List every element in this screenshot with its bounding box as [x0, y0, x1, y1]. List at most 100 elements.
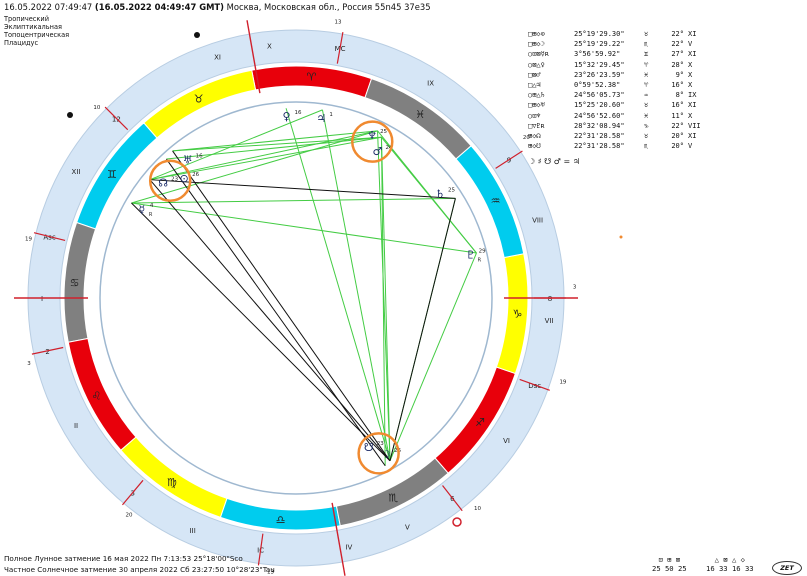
planet-degree: 23: [377, 441, 384, 447]
modality-icons: △ ⊠ △ ◇: [714, 555, 745, 564]
aspect-line-tense: [149, 179, 391, 462]
planet-table-row: □⊞◇⊙25°19'29.30"♉22°XI: [528, 29, 701, 39]
planet-degree: 23: [171, 177, 178, 183]
planet-table-lon: 0°59'52.38": [574, 81, 621, 90]
aspect-line-harmonious: [166, 136, 382, 160]
planet-degree: 1: [329, 112, 333, 118]
planet-degree: 4: [150, 203, 154, 209]
house-cusp-line: [519, 378, 550, 391]
zodiac-sign-glyph: ♌: [92, 389, 102, 402]
planet-glyph[interactable]: ☿: [138, 203, 145, 216]
eclipse-highlight-circle: [351, 120, 394, 163]
planet-degree: 26: [192, 172, 199, 178]
aspect-summary: ☽ ♯ ☋ ♂ = ♃: [528, 157, 580, 166]
house-label: VII: [545, 317, 554, 325]
planet-table-deg: 22°: [671, 121, 684, 130]
house-label: VI: [503, 437, 510, 445]
planet-table-house: IX: [688, 91, 697, 100]
aspect-line-harmonious: [285, 108, 391, 461]
house-band-inner-edge: [59, 61, 533, 535]
house-label: Asc: [43, 234, 55, 242]
retrograde-marker: R: [149, 212, 153, 218]
house-cusp-degree: 19: [559, 380, 566, 386]
planet-table-house: V: [688, 142, 693, 151]
planet-glyph[interactable]: ♇: [466, 248, 476, 261]
house-label: V: [405, 523, 410, 531]
planet-table-marks: □⊞◇☽: [528, 40, 545, 49]
house-cusp-degree: 20: [125, 512, 132, 518]
planet-table-house: XI: [688, 132, 697, 141]
aspect-line-harmonious: [131, 197, 456, 204]
lunar-eclipse-info: Полное Лунное затмение 16 мая 2022 Пн 7:…: [4, 554, 243, 563]
aspect-line-tense: [149, 179, 456, 199]
house-label: XI: [214, 53, 221, 61]
house-cusp-degree: 13: [335, 20, 342, 26]
house-label: XII: [72, 168, 81, 176]
aspect-line-harmonious: [377, 130, 391, 461]
planet-table-row: ○⊡♆24°56'52.60"♓11°X: [528, 111, 701, 121]
zodiac-sign-glyph: ♍: [167, 476, 177, 489]
aspect-line-harmonious: [131, 202, 477, 254]
planet-table-marks: □△♃: [528, 81, 541, 90]
planet-glyph[interactable]: ♂: [373, 145, 383, 158]
planet-table-row: ○⊠△♀15°32'29.45"♈28°X: [528, 60, 701, 70]
planet-glyph[interactable]: ♄: [435, 187, 445, 200]
header-gmt: (16.05.2022 04:49:47 GMT): [94, 2, 224, 12]
planet-table-row: ⊞◇☋22°31'28.58"♏20°V: [528, 141, 701, 151]
zodiac-sign-glyph: ♏: [388, 492, 398, 505]
zodiac-sign-glyph: ♒: [491, 195, 501, 208]
planet-glyph[interactable]: ⊙: [180, 172, 189, 185]
eclipse-highlight-circle: [148, 159, 192, 202]
header-date: 16.05.2022: [4, 2, 52, 12]
house-cusp-line: [336, 31, 344, 64]
element-counts: ⊡ ⊞ ⊠ 25 50 25: [652, 555, 687, 573]
planet-table-deg: 8°: [675, 91, 684, 100]
house-label: 3: [130, 490, 134, 498]
house-cusp-degree: 3: [27, 361, 31, 367]
planet-glyph[interactable]: ♆: [367, 129, 377, 142]
retrograde-marker: R: [478, 257, 482, 263]
house-label: Dsc: [528, 382, 541, 390]
house-cusp-degree: 10: [474, 506, 481, 512]
house-cusp-degree: 20: [523, 135, 530, 141]
zodiac-sign-glyph: ♎: [276, 513, 286, 526]
house-label: IV: [345, 543, 352, 551]
axis-line: [246, 20, 261, 94]
planet-glyph[interactable]: ☽: [381, 448, 391, 461]
planet-table-sign: ♉: [644, 30, 649, 38]
coordinate-type: Эклиптикальная: [4, 23, 62, 31]
planet-table-sign: ♏: [644, 142, 649, 151]
planet-glyph[interactable]: ♅: [183, 153, 193, 166]
aspect-line-tense: [172, 150, 391, 462]
planet-table-marks: □⊞◇⊙: [528, 30, 545, 38]
planet-table-marks: □▽♇ʀ: [528, 121, 545, 130]
planet-glyph[interactable]: ♀: [282, 110, 290, 123]
aspect-line-tense: [131, 202, 391, 462]
house-system: Плацидус: [4, 39, 39, 47]
planet-table-house: X: [688, 70, 693, 79]
solar-eclipse-info: Частное Солнечное затмение 30 апреля 202…: [4, 565, 275, 574]
zodiac-sign-glyph: ♈: [307, 71, 317, 84]
planet-glyph[interactable]: ♃: [316, 112, 326, 125]
planet-table-marks: ⊞◇☋: [528, 142, 541, 151]
planet-glyph[interactable]: ☋: [364, 441, 374, 454]
house-cusp-line: [33, 232, 66, 242]
house-cusp-line: [495, 150, 523, 169]
house-cusp-degree: 13: [267, 569, 274, 575]
planet-table-sign: ♓: [644, 111, 649, 120]
house-cusp-line: [31, 346, 64, 355]
planet-table-lon: 24°56'05.73": [574, 91, 625, 100]
house-label: 12: [112, 115, 121, 123]
planet-table-marks: ○⊞△♄: [528, 91, 545, 100]
modality-values: 16 33 16 33: [706, 564, 754, 573]
planet-table-sign: ♉: [644, 132, 649, 141]
planet-table-deg: 9°: [675, 70, 684, 79]
house-cusp-line: [442, 485, 463, 512]
planet-table-row: □⊞◇♅15°25'20.60"♉16°XI: [528, 100, 701, 110]
planet-glyph[interactable]: ☊: [158, 177, 168, 190]
planet-table-sign: ♑: [644, 121, 649, 130]
zodiac-sign-glyph: ♑: [513, 307, 523, 320]
planet-table-lon: 15°25'20.60": [574, 101, 625, 110]
planet-degree: 16: [294, 110, 301, 116]
